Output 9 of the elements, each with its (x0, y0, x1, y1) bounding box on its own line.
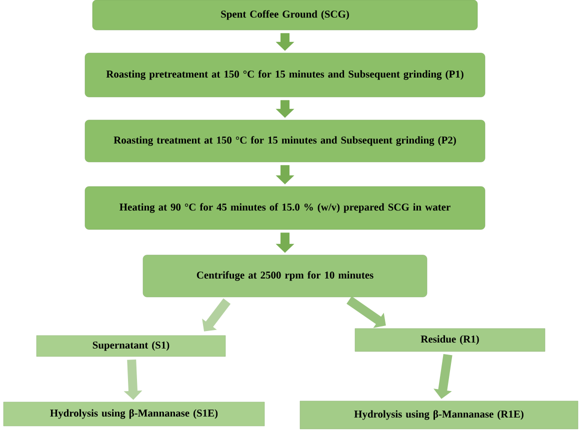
process-box: Roasting pretreatment at 150 °C for 15 minutes and Subsequent grinding (P1) (84, 52, 486, 98)
process-box: Hydrolysis using β-Mannanase (R1E) (300, 400, 578, 430)
process-box: Centrifuge at 2500 rpm for 10 minutes (142, 254, 428, 298)
process-box: Heating at 90 °C for 45 minutes of 15.0 % (w/v) prepared SCG in water (84, 186, 486, 230)
process-box: Residue (R1) (354, 328, 546, 352)
process-box: Supernatant (S1) (36, 335, 226, 357)
process-box: Spent Coffee Ground (SCG) (92, 0, 478, 30)
process-box: Roasting treatment at 150 °C for 15 minutes and Subsequent grinding (P2) (84, 120, 486, 162)
process-box: Hydrolysis using β-Mannanase (S1E) (3, 402, 265, 426)
